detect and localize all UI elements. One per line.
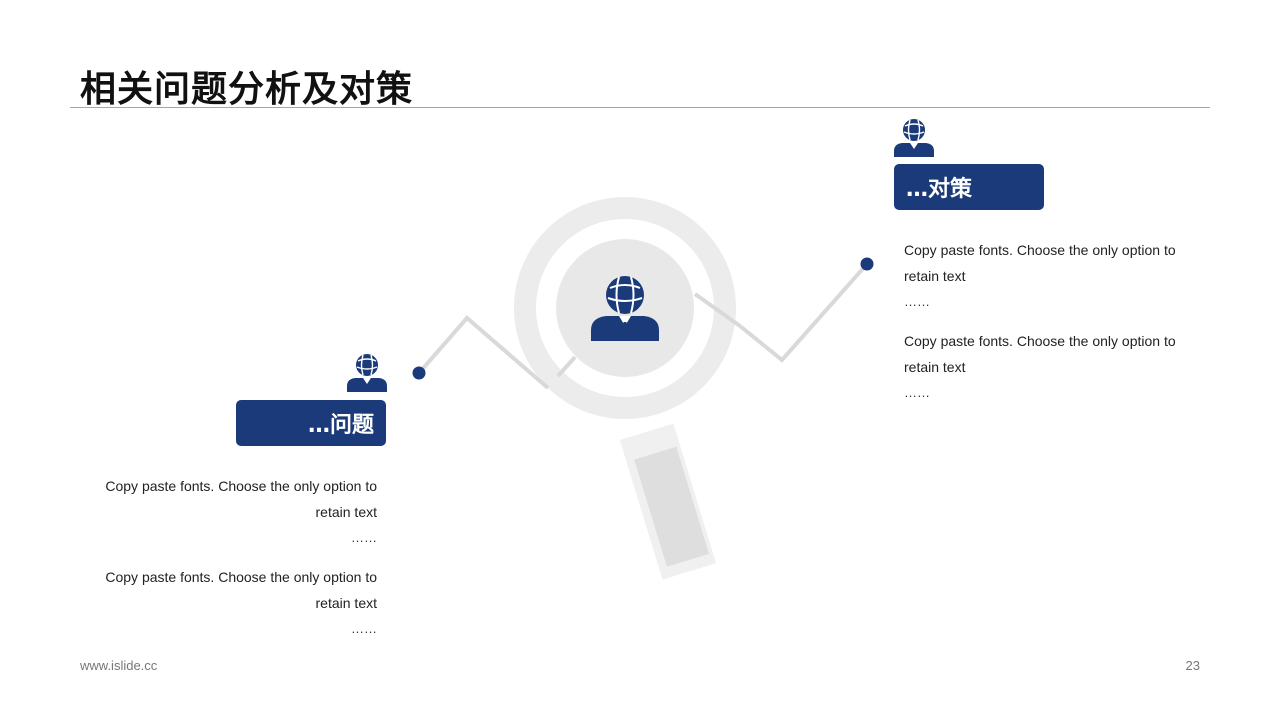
trend-line-left — [417, 315, 550, 390]
paragraph-ellipsis: …… — [904, 385, 930, 400]
trend-point-start — [412, 366, 426, 380]
paragraph-text: Copy paste fonts. Choose the only option… — [904, 333, 1176, 375]
paragraph-text: Copy paste fonts. Choose the only option… — [105, 569, 377, 611]
problem-paragraph-2: Copy paste fonts. Choose the only option… — [77, 564, 377, 642]
trend-point-end — [860, 257, 874, 271]
magnifier-ring — [514, 197, 736, 419]
problem-label-text: …问题 — [307, 413, 374, 438]
paragraph-text: Copy paste fonts. Choose the only option… — [904, 242, 1176, 284]
paragraph-ellipsis: …… — [351, 530, 377, 545]
solution-label-text: …对策 — [906, 177, 973, 202]
solution-paragraph-1: Copy paste fonts. Choose the only option… — [904, 237, 1200, 315]
paragraph-text: Copy paste fonts. Choose the only option… — [105, 478, 377, 520]
magnifier-handle — [619, 423, 717, 580]
center-person-globe-icon — [591, 276, 659, 341]
trend-line-mid — [556, 355, 577, 378]
footer-website: www.islide.cc — [80, 658, 158, 673]
trend-line-right — [693, 292, 742, 328]
page-title: 相关问题分析及对策 — [80, 69, 414, 110]
solution-label: …对策 — [894, 164, 1044, 210]
problem-label: …问题 — [236, 400, 386, 446]
trend-line-right-2 — [738, 262, 869, 363]
solution-person-globe-icon — [894, 119, 934, 157]
paragraph-ellipsis: …… — [351, 621, 377, 636]
page-number: 23 — [1185, 658, 1200, 673]
problem-paragraph-1: Copy paste fonts. Choose the only option… — [77, 473, 377, 551]
solution-paragraph-2: Copy paste fonts. Choose the only option… — [904, 328, 1200, 406]
paragraph-ellipsis: …… — [904, 294, 930, 309]
title-divider — [70, 107, 1210, 108]
problem-person-globe-icon — [347, 354, 387, 392]
